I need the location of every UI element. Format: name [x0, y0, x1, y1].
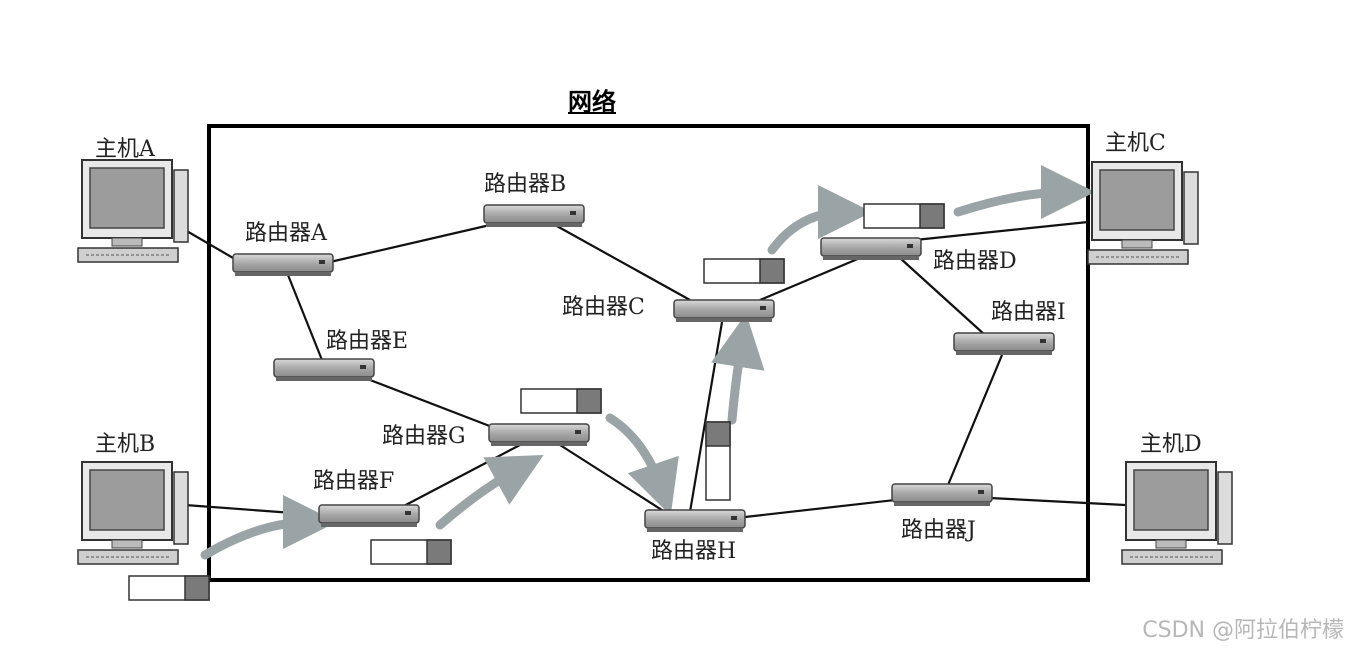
- router-a-label: 路由器A: [245, 221, 328, 246]
- flow-arrow-6: [953, 165, 1095, 220]
- router-h-label: 路由器H: [651, 539, 736, 564]
- host-d-label: 主机D: [1140, 432, 1202, 457]
- router-f: [318, 504, 420, 528]
- router-a: [232, 253, 334, 277]
- link-hostB-routerF: [184, 503, 321, 517]
- link-routerH-routerJ: [744, 498, 896, 519]
- watermark: CSDN @阿拉伯柠檬: [1142, 618, 1344, 643]
- router-d-label: 路由器D: [933, 249, 1017, 274]
- router-e-label: 路由器E: [326, 329, 408, 354]
- host-b-label: 主机B: [95, 432, 155, 457]
- router-j-label: 路由器J: [901, 518, 976, 543]
- router-f-label: 路由器F: [313, 469, 394, 494]
- packet-2: [370, 539, 452, 565]
- host-c-label: 主机C: [1105, 131, 1166, 156]
- flow-arrow-5: [767, 185, 872, 255]
- router-d: [820, 237, 922, 261]
- router-i: [953, 332, 1055, 356]
- router-c: [673, 299, 775, 323]
- router-b-label: 路由器B: [484, 172, 566, 197]
- router-g-label: 路由器G: [382, 424, 466, 449]
- router-i-label: 路由器I: [991, 300, 1066, 325]
- flow-arrow-4: [711, 313, 765, 425]
- router-e: [273, 358, 375, 382]
- link-routerC-routerD: [759, 256, 861, 302]
- flow-arrow-3: [605, 413, 679, 516]
- host-b-computer: [77, 461, 189, 565]
- link-routerJ-hostD: [989, 496, 1126, 507]
- flow-arrow-2: [435, 454, 544, 530]
- router-b: [483, 204, 585, 228]
- host-a-computer: [77, 159, 189, 263]
- router-j: [891, 483, 993, 507]
- packet-1: [128, 575, 210, 601]
- link-routerI-routerJ: [946, 354, 1004, 486]
- link-routerA-routerB: [329, 223, 491, 264]
- packet-6: [863, 203, 945, 229]
- host-d-computer: [1121, 461, 1233, 565]
- link-hostA-routerA: [184, 229, 241, 263]
- host-a-label: 主机A: [95, 137, 156, 162]
- router-h: [644, 509, 746, 533]
- link-routerE-routerG: [369, 378, 501, 432]
- link-routerD-hostC: [914, 220, 1089, 242]
- network-title: 网络: [568, 88, 616, 116]
- link-routerD-routerI: [899, 257, 986, 336]
- host-c-computer: [1087, 161, 1199, 265]
- network-boundary: [207, 124, 1090, 582]
- router-c-label: 路由器C: [562, 295, 645, 320]
- flow-arrow-1: [200, 495, 337, 560]
- packet-4: [705, 421, 731, 501]
- link-routerB-routerC: [554, 224, 691, 301]
- packet-5: [703, 258, 785, 284]
- router-g: [488, 423, 590, 447]
- packet-flow-arrows: [200, 165, 1095, 560]
- packet-3: [520, 388, 602, 414]
- link-routerA-routerE: [286, 274, 324, 361]
